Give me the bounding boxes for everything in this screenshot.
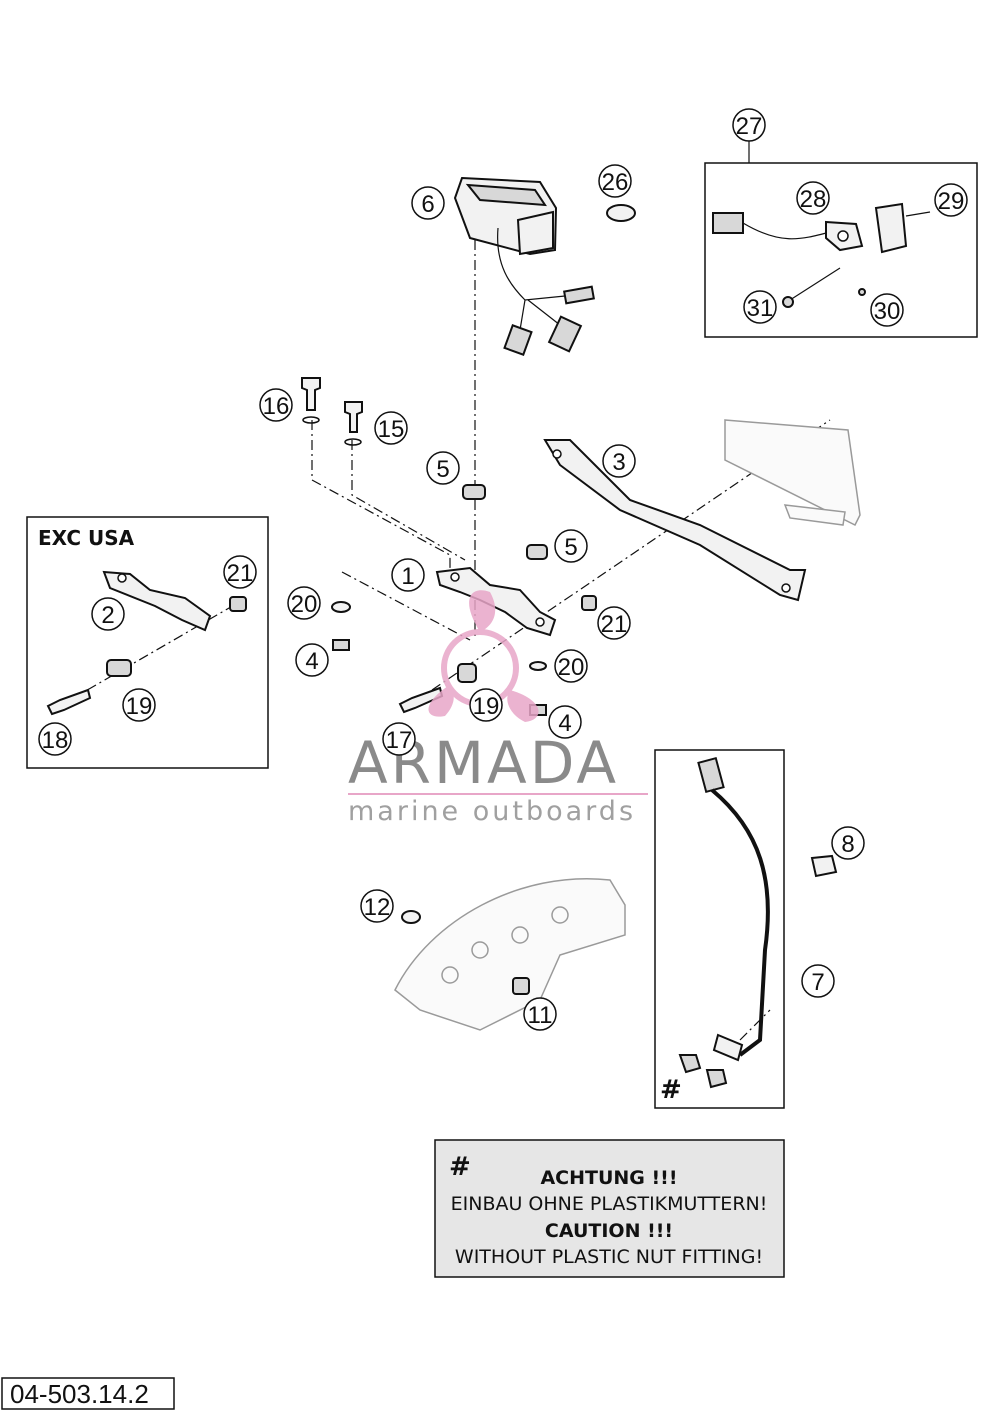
svg-text:6: 6 — [421, 191, 434, 218]
svg-text:1: 1 — [401, 563, 414, 590]
svg-text:11: 11 — [528, 1002, 553, 1029]
callout-12: 12 — [360, 889, 394, 923]
svg-text:19: 19 — [473, 693, 500, 720]
notice-marker: # — [449, 1152, 471, 1182]
bracket-part — [435, 566, 557, 637]
plug-part — [606, 204, 636, 222]
callout-16: 16 — [259, 388, 293, 422]
callout-19a: 19 — [122, 688, 156, 722]
svg-text:20: 20 — [558, 654, 585, 681]
callout-21a: 21 — [223, 555, 257, 589]
callout-28: 28 — [796, 181, 830, 215]
watermark-tagline: marine outboards — [348, 796, 636, 827]
callout-19b: 19 — [469, 688, 503, 722]
callout-5b: 5 — [554, 529, 588, 563]
callout-30: 30 — [870, 293, 904, 327]
svg-text:7: 7 — [811, 969, 824, 996]
svg-text:4: 4 — [305, 648, 318, 675]
bolt-parts-top — [301, 377, 363, 446]
sensor-kit-parts — [712, 202, 931, 308]
caution-notice: # ACHTUNG !!! EINBAU OHNE PLASTIKMUTTERN… — [434, 1139, 785, 1278]
speedometer-part — [453, 176, 595, 356]
svg-text:18: 18 — [42, 727, 69, 754]
callout-3: 3 — [602, 444, 636, 478]
svg-text:30: 30 — [874, 298, 901, 325]
reference-number-box — [1, 1377, 175, 1410]
svg-text:29: 29 — [938, 188, 965, 215]
svg-text:5: 5 — [564, 534, 577, 561]
callout-21b: 21 — [597, 606, 631, 640]
callout-20b: 20 — [554, 649, 588, 683]
sensor-cable-box — [654, 749, 785, 1109]
notice-line2: EINBAU OHNE PLASTIKMUTTERN! — [451, 1193, 768, 1215]
notice-line3: CAUTION !!! — [545, 1220, 673, 1242]
callout-31: 31 — [743, 290, 777, 324]
notice-line1: ACHTUNG !!! — [540, 1167, 677, 1189]
callout-1: 1 — [391, 558, 425, 592]
callout-5a: 5 — [426, 451, 460, 485]
callout-17: 17 — [382, 722, 416, 756]
holder-part — [543, 419, 861, 602]
callout-20a: 20 — [287, 586, 321, 620]
sensor-cable-part — [678, 756, 838, 1089]
callout-7: 7 — [801, 964, 835, 998]
svg-text:21: 21 — [227, 560, 254, 587]
rubber-grommets — [462, 484, 548, 560]
svg-text:8: 8 — [841, 831, 854, 858]
notice-line4: WITHOUT PLASTIC NUT FITTING! — [455, 1246, 763, 1268]
svg-text:12: 12 — [364, 894, 391, 921]
callout-4b: 4 — [548, 705, 582, 739]
svg-text:15: 15 — [378, 416, 405, 443]
svg-text:28: 28 — [800, 186, 827, 213]
svg-text:5: 5 — [436, 456, 449, 483]
callout-2: 2 — [91, 597, 125, 631]
svg-text:26: 26 — [602, 169, 629, 196]
callout-4a: 4 — [295, 643, 329, 677]
svg-text:16: 16 — [263, 393, 290, 420]
svg-text:17: 17 — [386, 727, 413, 754]
svg-text:27: 27 — [736, 113, 763, 140]
assembly-lines — [69, 240, 831, 1041]
callout-8: 8 — [831, 826, 865, 860]
svg-text:3: 3 — [612, 449, 625, 476]
callout-11: 11 — [523, 997, 557, 1031]
hash-marker: # — [660, 1075, 682, 1105]
exc-usa-parts — [46, 570, 247, 716]
callout-15: 15 — [374, 411, 408, 445]
callout-29: 29 — [934, 183, 968, 217]
svg-text:4: 4 — [558, 710, 571, 737]
exc-usa-label: EXC USA — [38, 526, 135, 550]
reference-number: 04-503.14.2 — [10, 1379, 149, 1409]
callout-6: 6 — [411, 186, 445, 220]
callout-26: 26 — [598, 164, 632, 198]
callout-18: 18 — [38, 722, 72, 756]
svg-text:19: 19 — [126, 693, 153, 720]
callout-27: 27 — [732, 108, 766, 142]
brake-disc-part — [394, 878, 626, 1031]
svg-text:20: 20 — [291, 591, 318, 618]
svg-text:2: 2 — [101, 602, 114, 629]
sensor-kit-box — [704, 162, 978, 338]
exc-usa-box — [26, 516, 269, 769]
svg-text:21: 21 — [601, 611, 628, 638]
svg-text:31: 31 — [747, 295, 774, 322]
